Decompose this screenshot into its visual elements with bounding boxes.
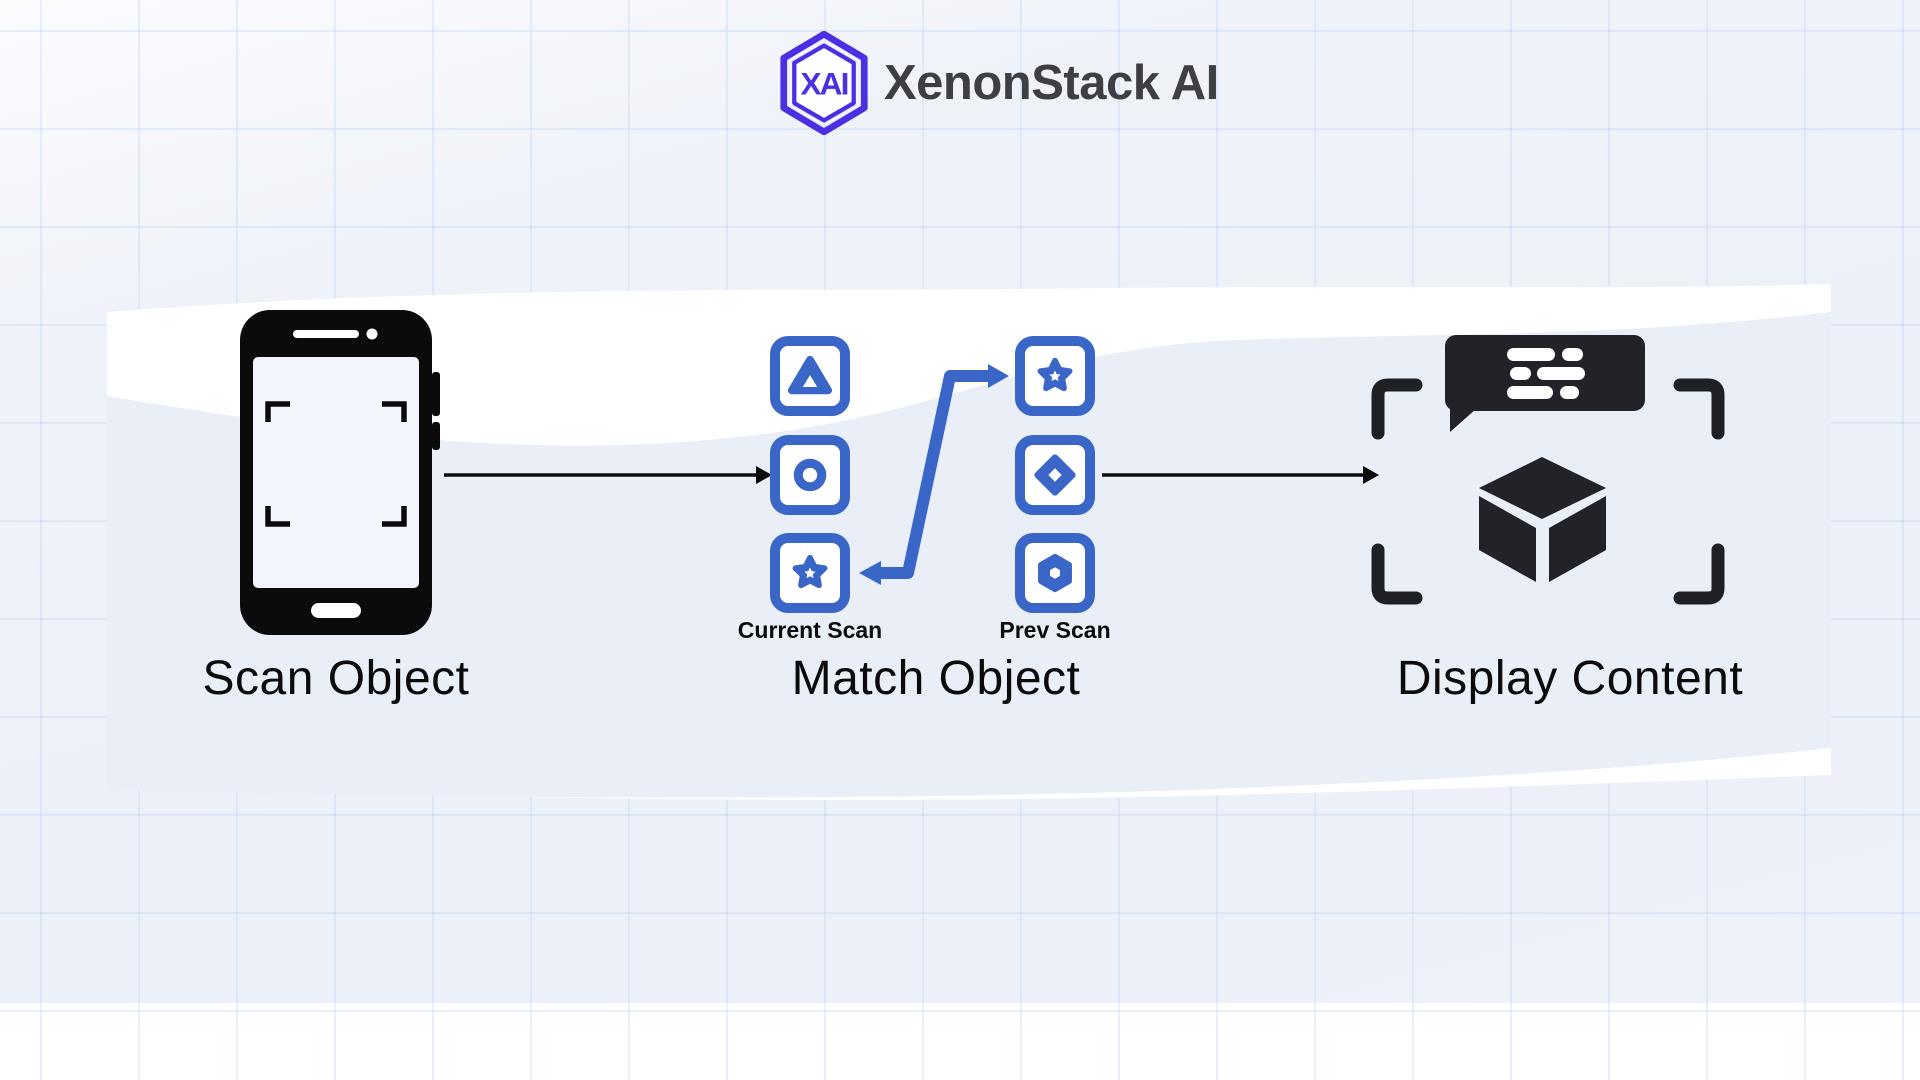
match-object-label: Match Object (791, 652, 1081, 705)
match-icon-hexagon (1015, 533, 1095, 613)
current-scan-label: Current Scan (737, 617, 883, 643)
triangle-icon (787, 355, 833, 395)
cube-3d-icon (1479, 457, 1606, 582)
hexagon-icon (1038, 553, 1072, 593)
match-icon-circle (770, 435, 850, 515)
phone-home-button (311, 603, 361, 618)
star-icon (1037, 357, 1073, 392)
header-logo: XAI XenonStack AI (778, 30, 1238, 136)
scan-frame-brackets (265, 401, 407, 527)
bottom-white-strip (0, 1003, 1920, 1080)
match-icon-star-prev (1015, 336, 1095, 416)
star-icon (792, 554, 828, 589)
scan-object-label: Scan Object (202, 652, 470, 705)
display-content-label: Display Content (1396, 652, 1744, 705)
smartphone-scan-icon (240, 310, 440, 635)
circle-icon (793, 458, 827, 492)
logo-monogram: XAI (801, 66, 848, 102)
brand-name: XenonStack AI (884, 56, 1219, 110)
match-icon-triangle (770, 336, 850, 416)
chat-bubble-icon (1445, 335, 1645, 432)
phone-speaker (293, 330, 359, 338)
match-icon-star-current (770, 533, 850, 613)
display-content-graphic (1371, 335, 1725, 605)
match-icon-diamond (1015, 435, 1095, 515)
display-frame-brackets (1371, 378, 1725, 605)
prev-scan-label: Prev Scan (999, 617, 1111, 643)
xenonstack-logo-icon: XAI (780, 31, 868, 135)
diamond-icon (1034, 454, 1076, 496)
phone-camera-dot (366, 328, 378, 340)
